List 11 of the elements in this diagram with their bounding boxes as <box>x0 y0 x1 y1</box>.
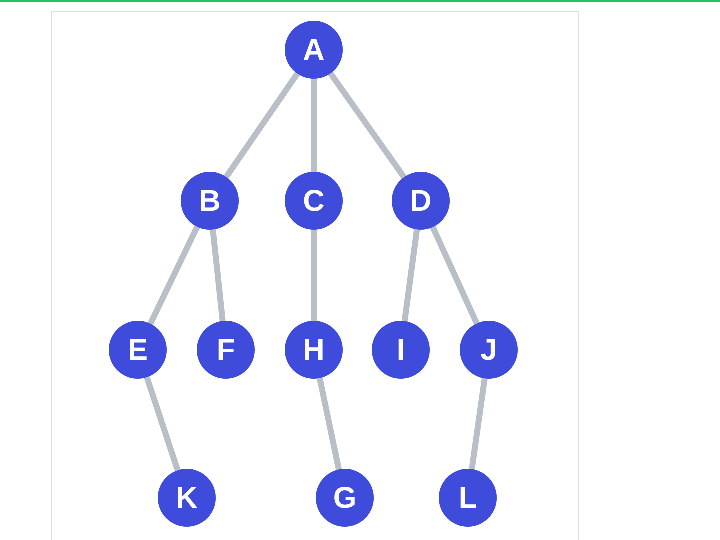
connector-line <box>328 72 407 180</box>
connector-line <box>430 226 480 325</box>
connector-line <box>311 79 317 172</box>
connector-line <box>311 230 317 321</box>
connector-line <box>224 72 300 179</box>
connector-line <box>144 376 181 472</box>
connector-line <box>469 378 488 470</box>
connector-line <box>148 226 200 326</box>
connector-line <box>210 230 226 322</box>
connector-line <box>402 229 420 322</box>
connector-line <box>317 378 342 470</box>
